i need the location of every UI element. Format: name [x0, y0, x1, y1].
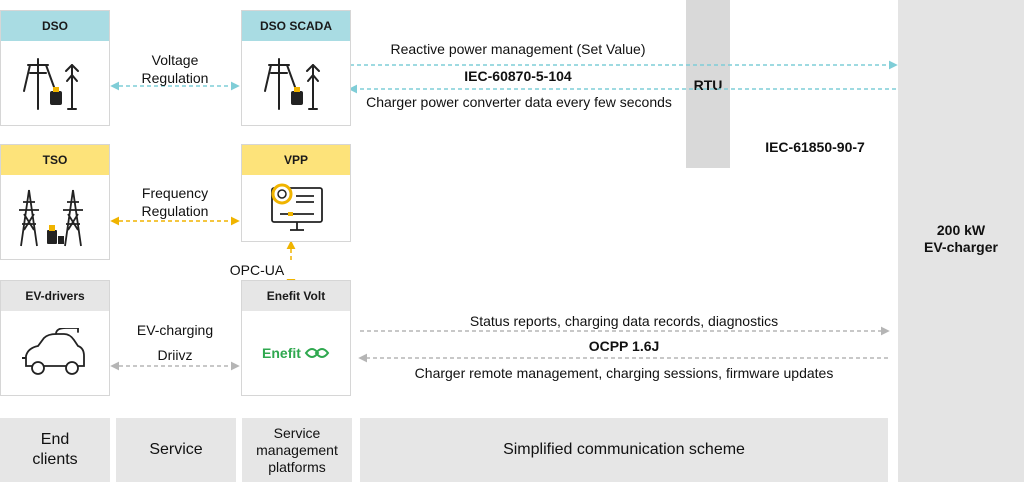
utility-pole-icon [264, 58, 320, 110]
ev-drivers-card: EV-drivers [0, 280, 110, 396]
tso-title: TSO [1, 145, 109, 175]
dso-scada-title: DSO SCADA [242, 11, 350, 41]
end-clients-line2: clients [32, 451, 78, 468]
platforms-line1: Service [273, 424, 321, 441]
footer-service: Service [116, 418, 236, 482]
enefit-volt-card: Enefit Volt Enefit [241, 280, 351, 396]
status-reports-label: Status reports, charging data records, d… [469, 313, 779, 329]
monitor-dashboard-icon [271, 183, 323, 231]
footer-platforms: Service management platforms [242, 418, 352, 482]
iec-61850-label: IEC-61850-90-7 [765, 139, 865, 155]
vpp-card: VPP [241, 144, 351, 242]
ev-charger-power: 200 kW [936, 222, 986, 238]
voltage-label-line1: Voltage [151, 52, 199, 68]
utility-pole-icon [23, 58, 79, 110]
reactive-power-label: Reactive power management (Set Value) [390, 41, 646, 57]
rtu-label: RTU [693, 77, 723, 93]
opc-ua-label: OPC-UA [222, 261, 292, 279]
end-clients-line1: End [40, 431, 70, 448]
platforms-line3: platforms [268, 458, 326, 475]
converter-data-label: Charger power converter data every few s… [366, 94, 672, 110]
iec-104-label: IEC-60870-5-104 [464, 68, 572, 84]
voltage-regulation-label: Voltage Regulation [112, 51, 238, 87]
enefit-logo: Enefit [262, 345, 330, 361]
enefit-volt-title: Enefit Volt [242, 281, 350, 311]
rtu-box [686, 0, 730, 168]
platforms-line2: management [256, 441, 338, 458]
driivz-label: Driivz [157, 347, 193, 363]
ocpp-label: OCPP 1.6J [588, 338, 660, 354]
remote-mgmt-label: Charger remote management, charging sess… [414, 365, 834, 381]
service-label: Service [149, 441, 203, 458]
footer-scheme: Simplified communication scheme [360, 418, 888, 482]
footer-end-clients: End clients [0, 418, 110, 482]
ev-charger-label: 200 kW EV-charger [898, 222, 1024, 256]
transmission-tower-icon [19, 189, 83, 247]
enefit-logo-text: Enefit [262, 345, 301, 361]
electric-car-icon [22, 328, 85, 375]
vpp-title: VPP [242, 145, 350, 175]
frequency-label-line2: Regulation [141, 203, 209, 219]
enefit-leaf-icon [304, 348, 330, 358]
ev-charger-column [898, 0, 1024, 482]
dso-title: DSO [1, 11, 109, 41]
dso-scada-card: DSO SCADA [241, 10, 351, 126]
ev-charger-type: EV-charger [924, 239, 998, 255]
frequency-label-line1: Frequency [141, 185, 209, 201]
frequency-regulation-label: Frequency Regulation [112, 184, 238, 220]
ev-drivers-title: EV-drivers [1, 281, 109, 311]
scheme-label: Simplified communication scheme [503, 441, 745, 458]
voltage-label-line2: Regulation [141, 70, 209, 86]
tso-card: TSO [0, 144, 110, 260]
ev-charging-label: EV-charging [136, 322, 214, 338]
dso-card: DSO [0, 10, 110, 126]
